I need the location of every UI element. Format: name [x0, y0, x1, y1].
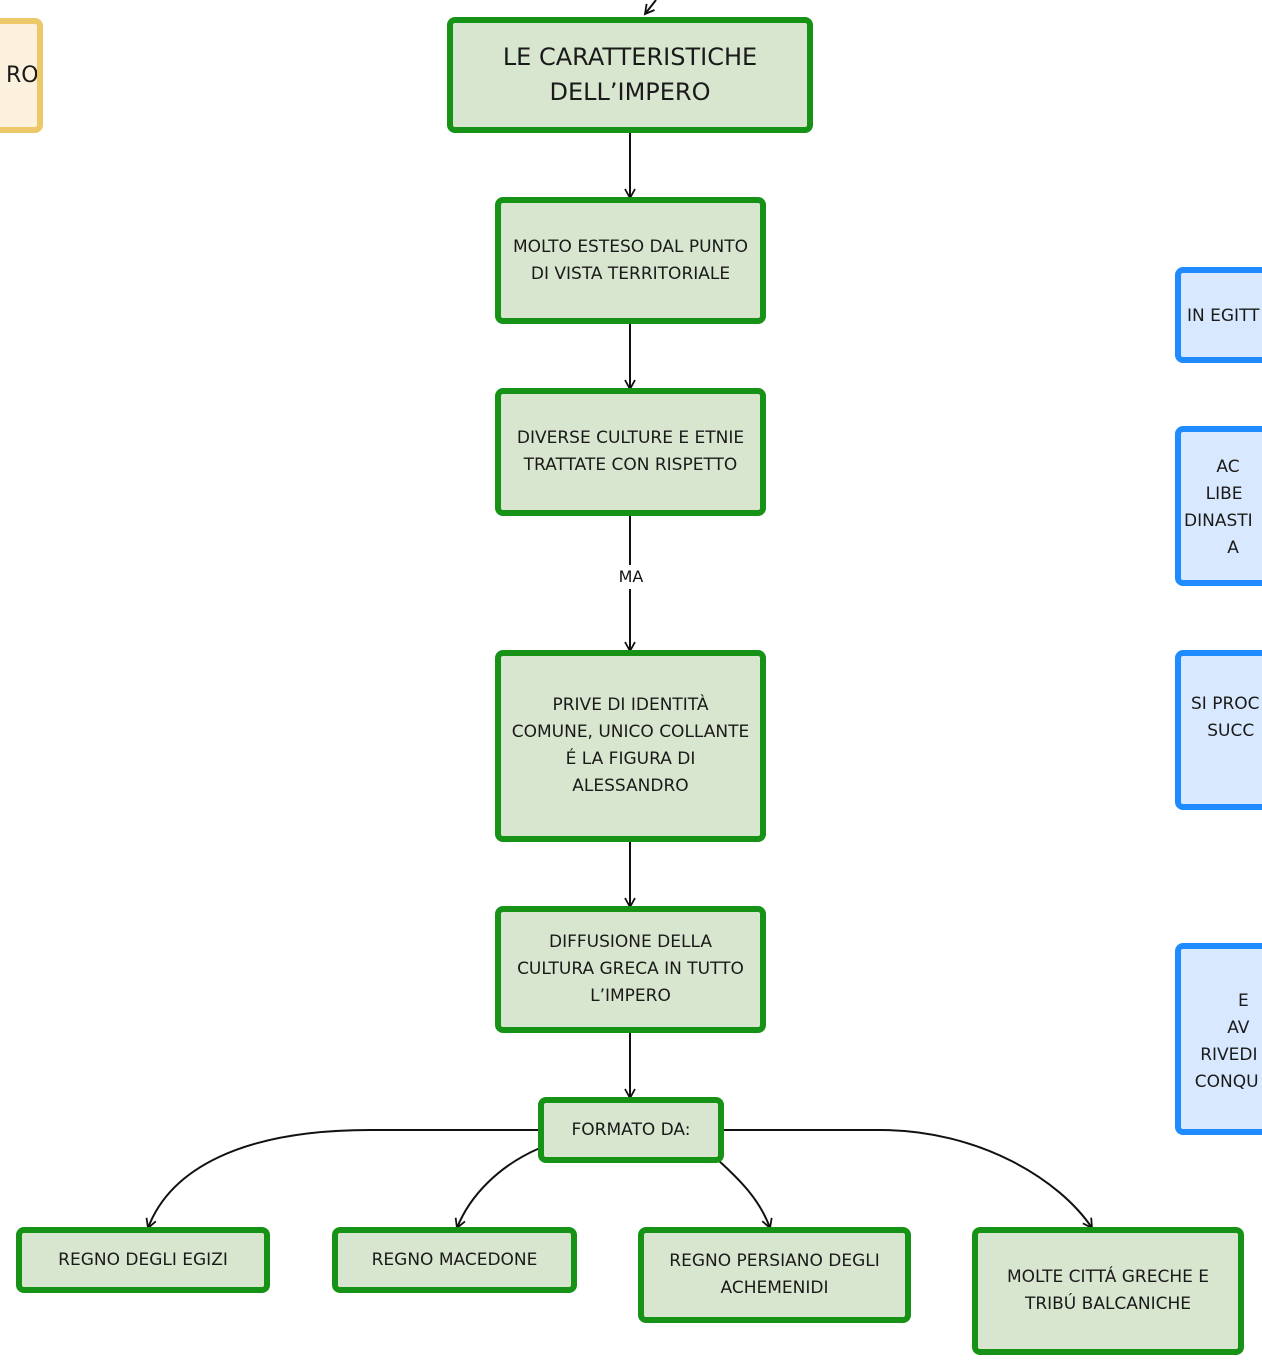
edge-formato-to-persiano [717, 1159, 773, 1230]
edge-formato-to-egizi [145, 1129, 540, 1230]
partial-node-right-1[interactable]: IN EGITT [1175, 267, 1262, 363]
edge-formato-to-macedone [454, 1147, 541, 1230]
node-esteso[interactable]: MOLTO ESTESO DAL PUNTO DI VISTA TERRITOR… [495, 197, 766, 324]
edge-formato-to-greche [722, 1129, 1094, 1230]
node-egizi[interactable]: REGNO DEGLI EGIZI [16, 1227, 270, 1293]
partial-node-right-3-text: SI PROC SUCC [1191, 694, 1260, 741]
node-culture[interactable]: DIVERSE CULTURE E ETNIE TRATTATE CON RIS… [495, 388, 766, 516]
node-macedone-text: REGNO MACEDONE [371, 1249, 538, 1270]
node-diffusione[interactable]: DIFFUSIONE DELLA CULTURA GRECA IN TUTTO … [495, 906, 766, 1033]
node-diffusione-text: DIFFUSIONE DELLA CULTURA GRECA IN TUTTO … [517, 932, 744, 1006]
node-prive[interactable]: PRIVE DI IDENTITÀ COMUNE, UNICO COLLANTE… [495, 650, 766, 842]
edge-incoming [643, 0, 657, 16]
node-macedone[interactable]: REGNO MACEDONE [332, 1227, 577, 1293]
node-greche[interactable]: MOLTE CITTÁ GRECHE E TRIBÚ BALCANICHE [972, 1227, 1244, 1355]
node-culture-text: DIVERSE CULTURE E ETNIE TRATTATE CON RIS… [516, 428, 745, 475]
node-esteso-text: MOLTO ESTESO DAL PUNTO DI VISTA TERRITOR… [512, 236, 749, 284]
node-title[interactable]: LE CARATTERISTICHE DELL’IMPERO [447, 17, 813, 133]
node-persiano[interactable]: REGNO PERSIANO DEGLI ACHEMENIDI [638, 1227, 911, 1323]
partial-node-right-4-text: E AV RIVEDI CONQU [1194, 991, 1259, 1092]
partial-node-right-1-text: IN EGITT [1187, 306, 1260, 326]
node-formato-text: FORMATO DA: [571, 1119, 691, 1140]
node-egizi-text: REGNO DEGLI EGIZI [58, 1249, 228, 1270]
partial-node-right-2-text: AC LIBE DINASTI A [1184, 457, 1253, 558]
node-prive-text: PRIVE DI IDENTITÀ COMUNE, UNICO COLLANTE… [511, 695, 750, 796]
partial-node-right-4[interactable]: E AV RIVEDI CONQU [1175, 943, 1262, 1135]
node-title-text: LE CARATTERISTICHE DELL’IMPERO [502, 43, 758, 106]
partial-node-right-3[interactable]: SI PROC SUCC [1175, 650, 1262, 810]
node-formato[interactable]: FORMATO DA: [538, 1097, 724, 1163]
partial-node-left-text: RO [6, 63, 39, 88]
node-persiano-text: REGNO PERSIANO DEGLI ACHEMENIDI [669, 1251, 880, 1298]
partial-node-right-2[interactable]: AC LIBE DINASTI A [1175, 426, 1262, 586]
node-greche-text: MOLTE CITTÁ GRECHE E TRIBÚ BALCANICHE [1006, 1267, 1210, 1314]
connector-label-ma: MA [606, 565, 656, 589]
partial-node-left[interactable]: RO [0, 18, 43, 133]
